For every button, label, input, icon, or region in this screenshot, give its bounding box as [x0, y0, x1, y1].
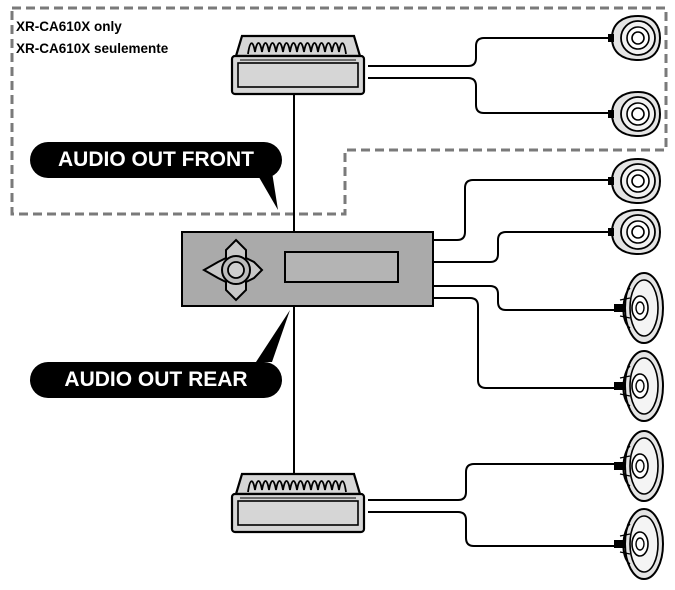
head-unit-speaker-cables — [433, 179, 618, 389]
rear-right-speaker — [613, 508, 664, 580]
front-left-speaker — [613, 272, 664, 344]
rear-amp-speaker-cables — [368, 463, 618, 547]
front-amp-speaker-cables — [368, 37, 612, 114]
tweeter-left — [608, 158, 661, 204]
rear-label-pointer — [256, 310, 290, 362]
rear-left-speaker — [613, 430, 664, 502]
rear-label-bg — [30, 362, 282, 398]
tweeter-right — [608, 209, 661, 255]
front-left-tweeter — [608, 15, 661, 61]
front-right-speaker — [613, 350, 664, 422]
model-note-line2: XR-CA610X seulemente — [16, 41, 169, 56]
front-right-tweeter — [608, 91, 661, 137]
head-unit-display — [284, 251, 399, 283]
audio-out-rear-label: AUDIO OUT REAR — [64, 368, 248, 391]
front-amplifier — [230, 34, 366, 96]
audio-out-front-label: AUDIO OUT FRONT — [58, 148, 254, 171]
model-note-line1: XR-CA610X only — [16, 19, 122, 34]
rear-amplifier — [230, 472, 366, 534]
optional-region-border — [10, 6, 668, 216]
front-label-bg — [30, 142, 282, 178]
front-label-pointer — [256, 172, 278, 210]
car-audio-head-unit — [181, 231, 434, 307]
